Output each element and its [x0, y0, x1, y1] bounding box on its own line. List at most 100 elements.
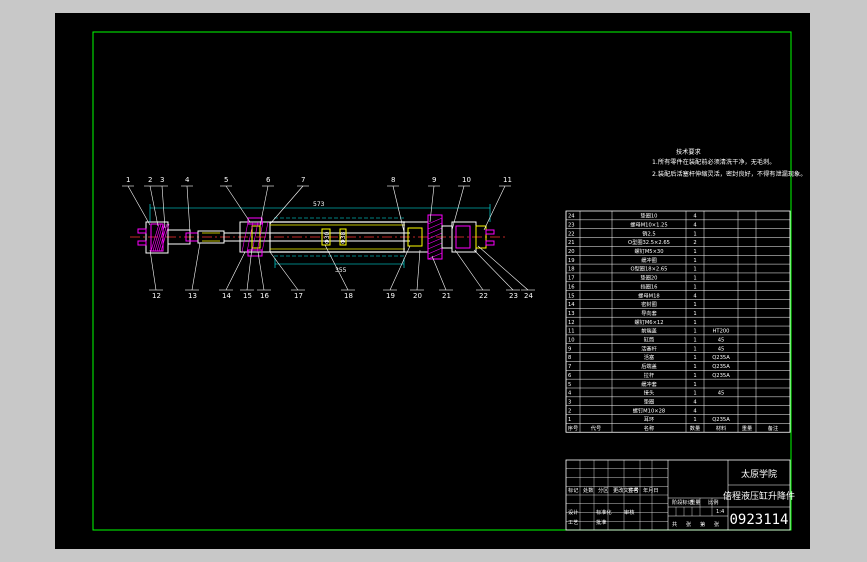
leader-line [246, 247, 253, 291]
balloon-17: 17 [294, 292, 303, 300]
balloon-9: 9 [432, 176, 436, 184]
bom-cell-no: 2 [568, 408, 571, 414]
title-label-left: 标记 [568, 486, 578, 494]
bom-cell-name: 活塞 [644, 353, 654, 361]
bom-cell-no: 13 [568, 311, 575, 317]
notes-line-1: 1.所有零件在装配前必须清洗干净，无毛刺。 [652, 158, 775, 166]
bom-cell-qty: 1 [693, 417, 696, 423]
bom-cell-no: 21 [568, 240, 575, 246]
bom-cell-qty: 4 [693, 222, 697, 228]
bom-cell-qty: 1 [693, 373, 696, 379]
bom-cell-material: HT200 [713, 329, 730, 335]
balloon-19: 19 [386, 292, 395, 300]
leader-line [257, 251, 265, 291]
rear-pin-block [475, 225, 487, 249]
balloon-13: 13 [188, 292, 197, 300]
institute-name: 太原学院 [741, 468, 777, 480]
dimension-stroke: 355 [335, 267, 347, 274]
bom-cell-qty: 1 [693, 346, 696, 352]
balloon-5: 5 [224, 176, 228, 184]
bom-header-5: 重量 [742, 424, 752, 432]
bom-cell-material: Q235A [712, 373, 730, 379]
bom-cell-name: O型圈18×2.65 [631, 265, 668, 273]
bom-cell-name: 耳环 [644, 416, 654, 423]
title-sheet: 张 [714, 520, 720, 528]
bom-cell-material: 45 [718, 338, 725, 344]
balloon-22: 22 [479, 292, 488, 300]
leader-line [451, 185, 465, 231]
bom-cell-name: 销2.5 [642, 229, 655, 237]
rear-clevis-section [455, 225, 471, 249]
balloon-18: 18 [344, 292, 353, 300]
title-sheet: 第 [700, 520, 705, 528]
title-scale: 1:4 [716, 509, 725, 515]
bom-cell-no: 1 [568, 417, 571, 423]
dimension-overall: 573 [313, 201, 325, 208]
title-block: 标记处数分区更改文件号签名年月日设计标准化审核工艺批准阶段标记重量比例1:4共张… [565, 459, 795, 531]
hatch [152, 223, 162, 252]
front-cap-flange-bottom [247, 249, 263, 257]
bom-cell-no: 14 [568, 302, 575, 308]
bom-cell-material: Q235A [712, 417, 730, 423]
balloon-7: 7 [301, 176, 305, 184]
bom-cell-name: 螺母M18 [638, 291, 659, 299]
title-stage-label: 比例 [708, 498, 718, 506]
rod-head [197, 230, 225, 244]
bom-cell-qty: 1 [693, 320, 696, 326]
balloon-10: 10 [462, 176, 471, 184]
leader-line [259, 185, 269, 227]
front-cap [239, 221, 271, 253]
leader-line [127, 185, 151, 226]
hatch [246, 221, 254, 253]
bom-cell-qty: 1 [693, 284, 696, 290]
drawing-number: 0923114 [729, 512, 788, 528]
piston-seal [339, 228, 347, 246]
piston [321, 228, 331, 246]
leader-line [161, 185, 166, 229]
bom-cell-name: 缓冲圈 [641, 256, 657, 264]
technical-notes: 技术要求 1.所有零件在装配前必须清洗干净，无毛刺。 2.装配后活塞杆伸缩灵活，… [652, 148, 806, 178]
bom-cell-no: 11 [568, 329, 575, 335]
rear-pin-bottom [485, 240, 495, 246]
leader-line [225, 251, 246, 291]
balloon-2: 2 [148, 176, 152, 184]
bom-cell-no: 16 [568, 284, 575, 290]
title-label-left2: 审核 [624, 508, 634, 516]
leader-line [431, 255, 447, 291]
title-label-left2: 标准化 [596, 508, 612, 516]
bom-header-6: 备注 [768, 424, 778, 432]
bom-cell-qty: 2 [693, 240, 696, 246]
leader-line [269, 251, 299, 291]
bom-cell-no: 5 [568, 382, 571, 388]
balloon-11: 11 [503, 176, 512, 184]
leader-line [454, 249, 484, 291]
bom-cell-name: 挡圈16 [641, 282, 658, 290]
bom-cell-material: 45 [718, 391, 725, 397]
leader-line [392, 185, 405, 233]
rear-pin-top [485, 229, 495, 235]
bom-cell-qty: 1 [693, 276, 696, 282]
bom-header-1: 代号 [591, 424, 601, 432]
hatch [160, 223, 170, 252]
bom-cell-name: 缸筒 [644, 336, 654, 344]
hatch [427, 237, 443, 245]
balloon-12: 12 [152, 292, 161, 300]
bom-cell-qty: 4 [693, 214, 697, 220]
notes-line-2: 2.装配后活塞杆伸缩灵活，密封良好，不得有泄漏现象。 [652, 170, 806, 178]
title-label-left: 更改文件号 [613, 486, 639, 494]
hatch [156, 223, 166, 252]
drawing-title: 倍程液压缸升降件 [723, 490, 795, 502]
balloon-15: 15 [243, 292, 252, 300]
bom-cell-no: 22 [568, 231, 575, 237]
title-label-left2: 工艺 [568, 519, 578, 526]
bom-cell-no: 24 [568, 214, 575, 220]
bom-cell-no: 3 [568, 399, 571, 405]
bom-cell-qty: 1 [693, 355, 696, 361]
buffer [407, 227, 423, 247]
bom-cell-no: 4 [568, 391, 572, 397]
hatch [150, 223, 160, 252]
bom-header-0: 序号 [568, 424, 578, 432]
bom-cell-name: 螺母M10×1.25 [630, 220, 667, 228]
balloon-4: 4 [185, 176, 190, 184]
